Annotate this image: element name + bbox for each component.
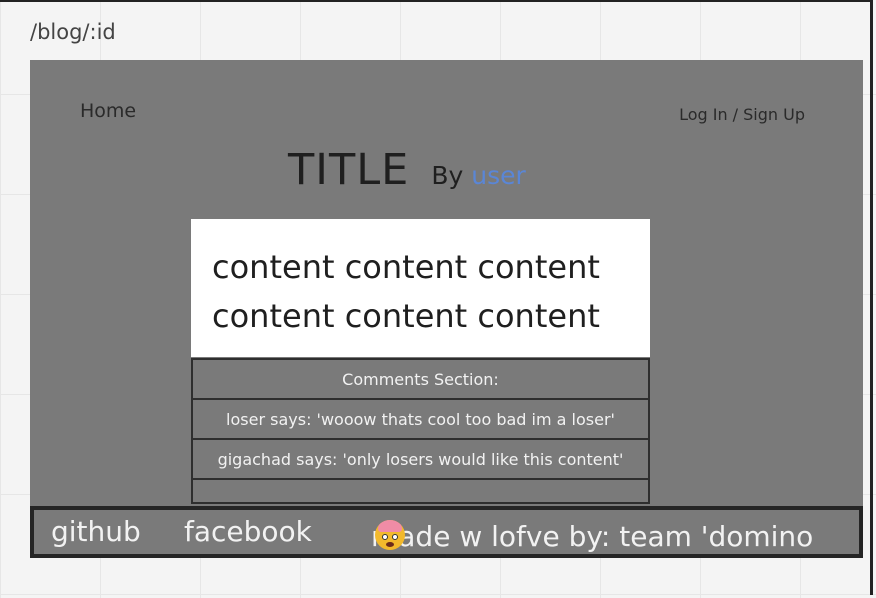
post-title: TITLE <box>288 145 410 195</box>
content-line: content content content <box>212 248 600 286</box>
comments-header: Comments Section: <box>191 358 650 400</box>
exploding-head-emoji-icon <box>375 520 405 550</box>
footer-credit-text: made w lofve by: team 'domino <box>371 520 814 553</box>
footer-github-link[interactable]: github <box>51 515 141 548</box>
comments-header-label: Comments Section: <box>342 369 499 389</box>
comment-item: loser says: 'wooow thats cool too bad im… <box>191 398 650 440</box>
route-label: /blog/:id <box>30 20 116 44</box>
footer-facebook-link[interactable]: facebook <box>184 515 312 548</box>
comment-text: loser says: 'wooow thats cool too bad im… <box>226 409 615 429</box>
blog-page-mockup: Home Log In / Sign Up TITLE By user cont… <box>30 60 863 558</box>
footer: github facebook made w lofve by: team 'd… <box>30 506 863 558</box>
content-line: content content content <box>212 297 600 335</box>
comment-item-empty <box>191 478 650 504</box>
post-header: TITLE By user <box>288 145 526 195</box>
post-content: content content content content content … <box>191 219 650 357</box>
comments-section: Comments Section: loser says: 'wooow tha… <box>191 358 650 504</box>
byline-label: By <box>431 161 464 190</box>
author-link[interactable]: user <box>471 161 526 190</box>
nav-home-link[interactable]: Home <box>80 100 137 122</box>
login-signup-link[interactable]: Log In / Sign Up <box>679 105 805 124</box>
comment-item: gigachad says: 'only losers would like t… <box>191 438 650 480</box>
comment-text: gigachad says: 'only losers would like t… <box>217 449 624 469</box>
